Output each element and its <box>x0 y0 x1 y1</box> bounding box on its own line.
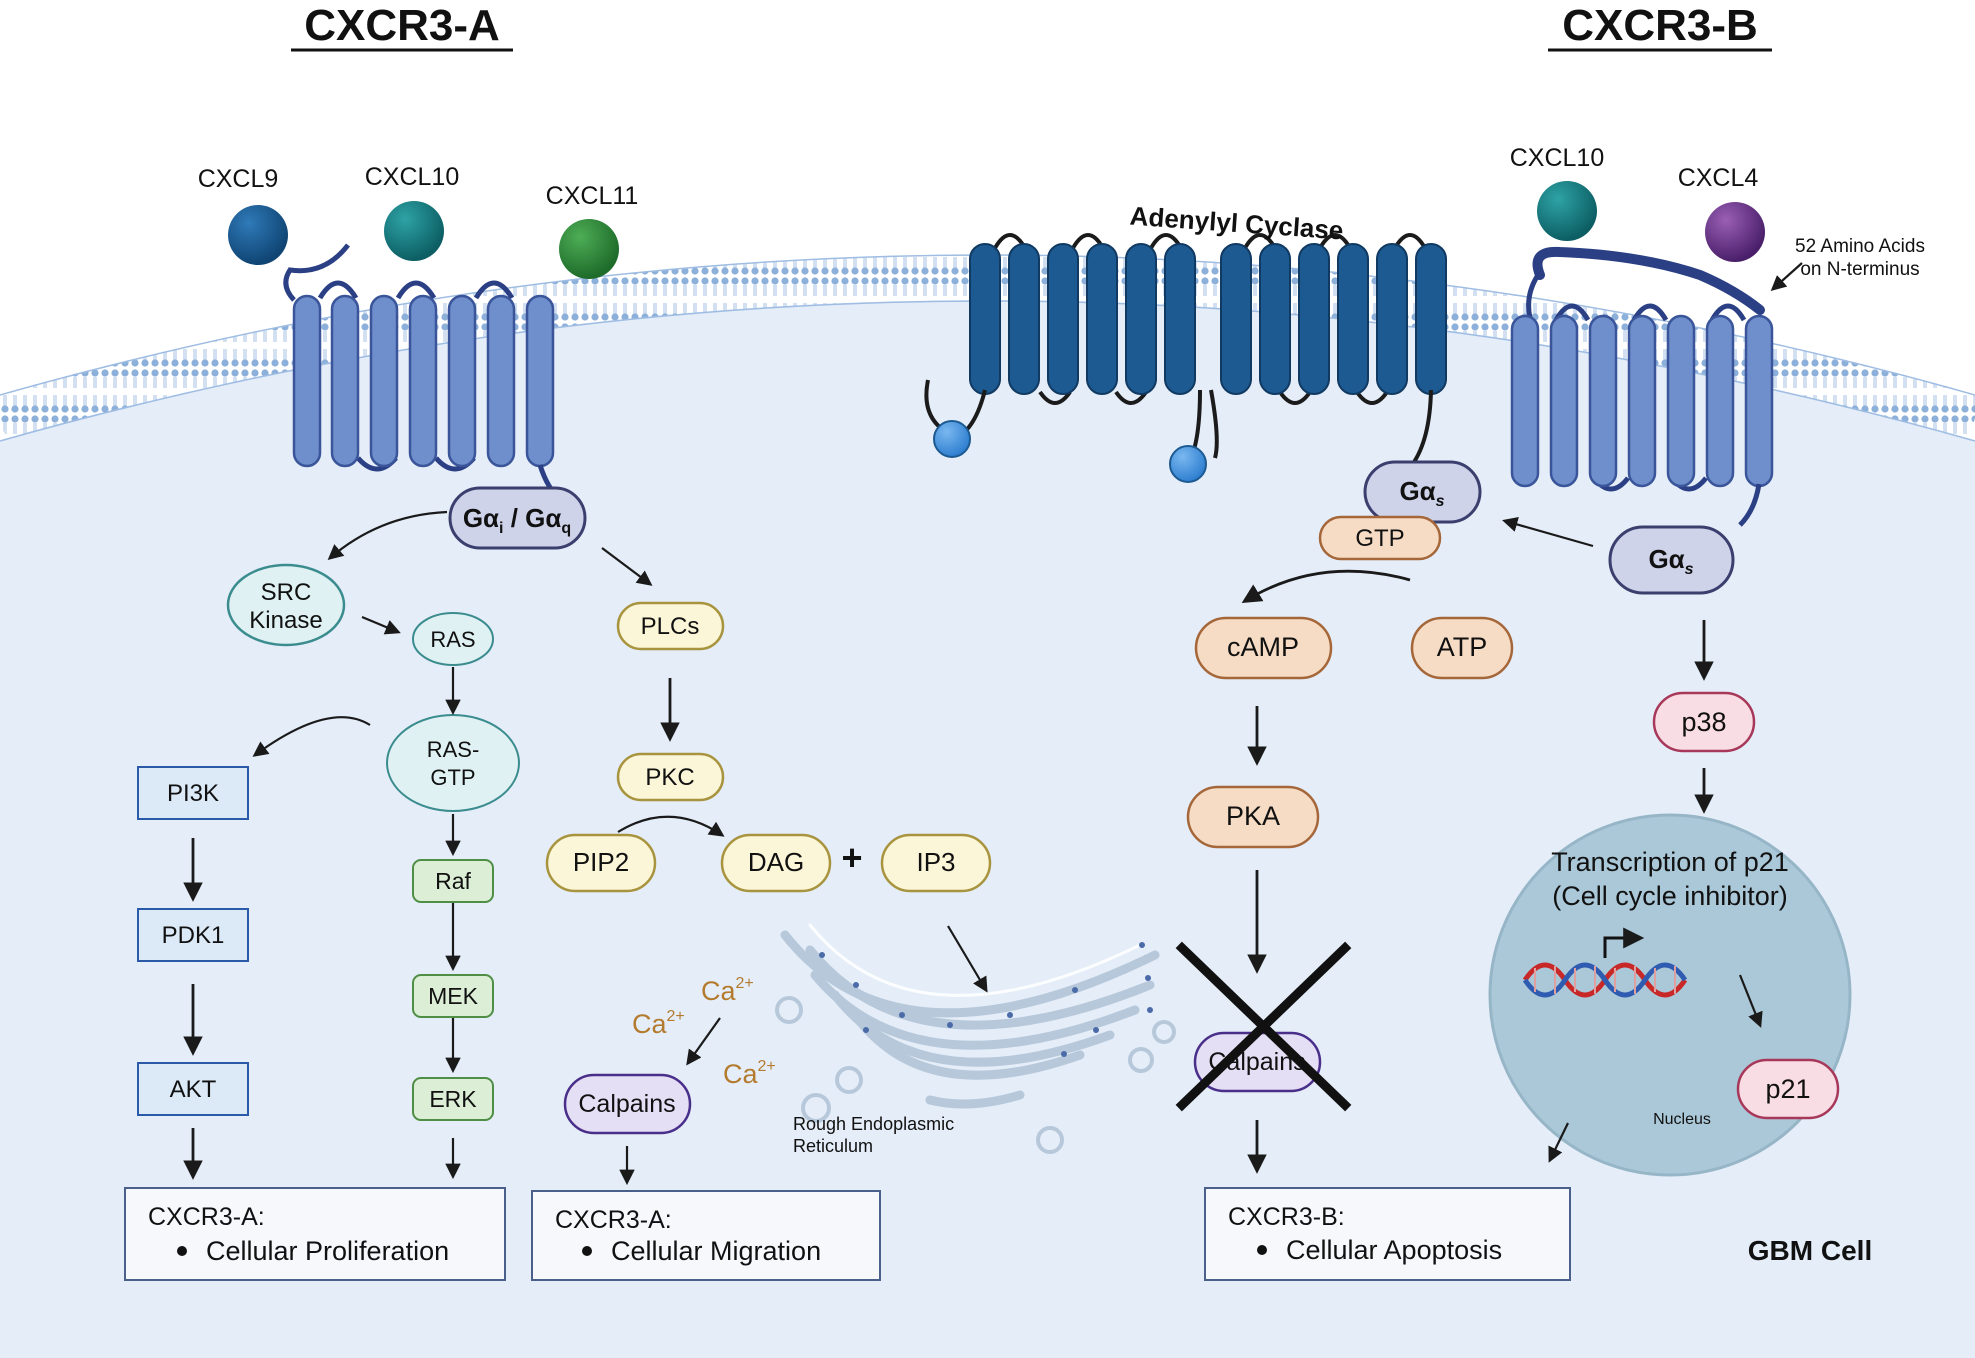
pkc-node: PKC <box>616 752 725 802</box>
pdk1-node: PDK1 <box>137 908 249 962</box>
mek-node: MEK <box>412 974 494 1018</box>
cxcl10-label-a: CXCL10 <box>365 163 460 191</box>
src-kinase-node: SRC Kinase <box>226 563 346 647</box>
n-terminus-note-line1: 52 Amino Acids <box>1795 236 1925 257</box>
plus-sign: + <box>841 837 862 878</box>
svg-text:Cellular Migration: Cellular Migration <box>611 1236 821 1266</box>
nucleus-title-line2: (Cell cycle inhibitor) <box>1552 881 1788 911</box>
cxcr3-a-header: CXCR3-A <box>304 1 500 50</box>
svg-text:RAS-: RAS- <box>427 737 480 762</box>
adenylyl-cyclase-label: Adenylyl Cyclase <box>1129 201 1344 246</box>
pka-node: PKA <box>1186 785 1320 849</box>
calcium-ion-2: Ca2+ <box>632 1008 685 1039</box>
erk-node: ERK <box>412 1077 494 1121</box>
atp-node: ATP <box>1410 616 1514 680</box>
svg-text:DAG: DAG <box>748 847 804 877</box>
cxcr3-b-receptor <box>1510 246 1774 527</box>
p21-node: p21 <box>1736 1058 1840 1120</box>
calpains-node-a: Calpains <box>563 1073 692 1135</box>
camp-node: cAMP <box>1194 616 1333 680</box>
svg-text:MEK: MEK <box>428 983 479 1009</box>
nucleus-title-line1: Transcription of p21 <box>1551 847 1789 877</box>
ras-gtp-node: RAS- GTP <box>386 714 520 812</box>
ras-node: RAS <box>412 612 494 666</box>
gtp-node: GTP <box>1318 515 1442 561</box>
outcome-proliferation: CXCR3-A: Cellular Proliferation <box>124 1187 506 1281</box>
pi3k-node: PI3K <box>137 766 249 820</box>
svg-text:Cellular Apoptosis: Cellular Apoptosis <box>1286 1235 1502 1265</box>
svg-text:CXCR3-B:: CXCR3-B: <box>1228 1203 1345 1231</box>
svg-text:RAS: RAS <box>430 627 475 652</box>
outcome-migration: CXCR3-A: Cellular Migration <box>531 1190 881 1281</box>
svg-text:ATP: ATP <box>1437 632 1488 662</box>
svg-text:IP3: IP3 <box>916 847 955 877</box>
calcium-ion-1: Ca2+ <box>701 975 754 1006</box>
svg-text:PDK1: PDK1 <box>162 922 225 949</box>
gs-protein-b: Gαs <box>1608 525 1735 595</box>
cxcr3-b-header: CXCR3-B <box>1562 1 1758 50</box>
cxcl11-label: CXCL11 <box>546 182 639 210</box>
svg-text:Gαi / Gαq: Gαi / Gαq <box>463 503 571 537</box>
svg-text:PLCs: PLCs <box>641 613 700 640</box>
svg-text:Cellular Proliferation: Cellular Proliferation <box>206 1236 449 1266</box>
svg-text:PKC: PKC <box>645 764 694 791</box>
inhibition-cross <box>1175 941 1352 1112</box>
svg-text:Raf: Raf <box>435 868 471 894</box>
er-label-line2: Reticulum <box>793 1136 873 1156</box>
calcium-ion-3: Ca2+ <box>723 1058 776 1089</box>
gi-gq-protein: Gαi / Gαq <box>448 486 587 550</box>
er-ribosomes <box>819 942 1153 1057</box>
svg-text:Gαs: Gαs <box>1648 544 1693 578</box>
akt-node: AKT <box>137 1062 249 1116</box>
cxcl10-ligand-a <box>384 201 444 261</box>
cxcl9-label: CXCL9 <box>198 165 279 193</box>
pip2-node: PIP2 <box>545 833 657 893</box>
adenylyl-cyclase <box>924 233 1447 483</box>
gbm-cell-label: GBM Cell <box>1748 1235 1872 1266</box>
dag-node: DAG <box>720 833 832 893</box>
cxcl10-label-b: CXCL10 <box>1510 144 1605 172</box>
svg-text:GTP: GTP <box>430 765 475 790</box>
svg-text:PI3K: PI3K <box>167 780 219 807</box>
svg-text:Kinase: Kinase <box>249 607 322 634</box>
cxcl4-ligand <box>1705 202 1765 262</box>
svg-text:Calpains: Calpains <box>578 1090 675 1118</box>
svg-text:cAMP: cAMP <box>1227 632 1299 662</box>
er-label-line1: Rough Endoplasmic <box>793 1114 954 1134</box>
er-vesicles <box>775 996 1176 1154</box>
pathway-arrows <box>183 262 1803 1186</box>
nucleus-label: Nucleus <box>1653 1111 1711 1128</box>
svg-text:PKA: PKA <box>1226 801 1280 831</box>
cxcl11-ligand <box>559 219 619 279</box>
cxcl9-ligand <box>228 205 288 265</box>
cxcl10-ligand-b <box>1537 181 1597 241</box>
ip3-node: IP3 <box>880 833 992 893</box>
svg-text:CXCR3-A:: CXCR3-A: <box>555 1206 672 1234</box>
svg-text:GTP: GTP <box>1355 525 1404 552</box>
p38-node: p38 <box>1652 691 1756 753</box>
raf-node: Raf <box>412 859 494 903</box>
svg-text:PIP2: PIP2 <box>573 847 629 877</box>
outcome-apoptosis: CXCR3-B: Cellular Apoptosis <box>1204 1187 1571 1281</box>
svg-text:AKT: AKT <box>170 1076 217 1103</box>
svg-text:p38: p38 <box>1681 707 1726 737</box>
svg-text:p21: p21 <box>1765 1074 1810 1104</box>
svg-text:Gαs: Gαs <box>1399 476 1444 510</box>
plcs-node: PLCs <box>616 601 725 651</box>
cxcl4-label: CXCL4 <box>1678 164 1759 192</box>
n-terminus-note-line2: on N-terminus <box>1800 259 1919 280</box>
cxcr3-a-receptor <box>283 243 562 501</box>
gs-protein-ac: Gαs <box>1363 460 1482 524</box>
svg-text:ERK: ERK <box>429 1086 477 1112</box>
svg-text:SRC: SRC <box>261 579 312 606</box>
dna-helix <box>1522 927 1688 998</box>
svg-text:CXCR3-A:: CXCR3-A: <box>148 1203 265 1231</box>
